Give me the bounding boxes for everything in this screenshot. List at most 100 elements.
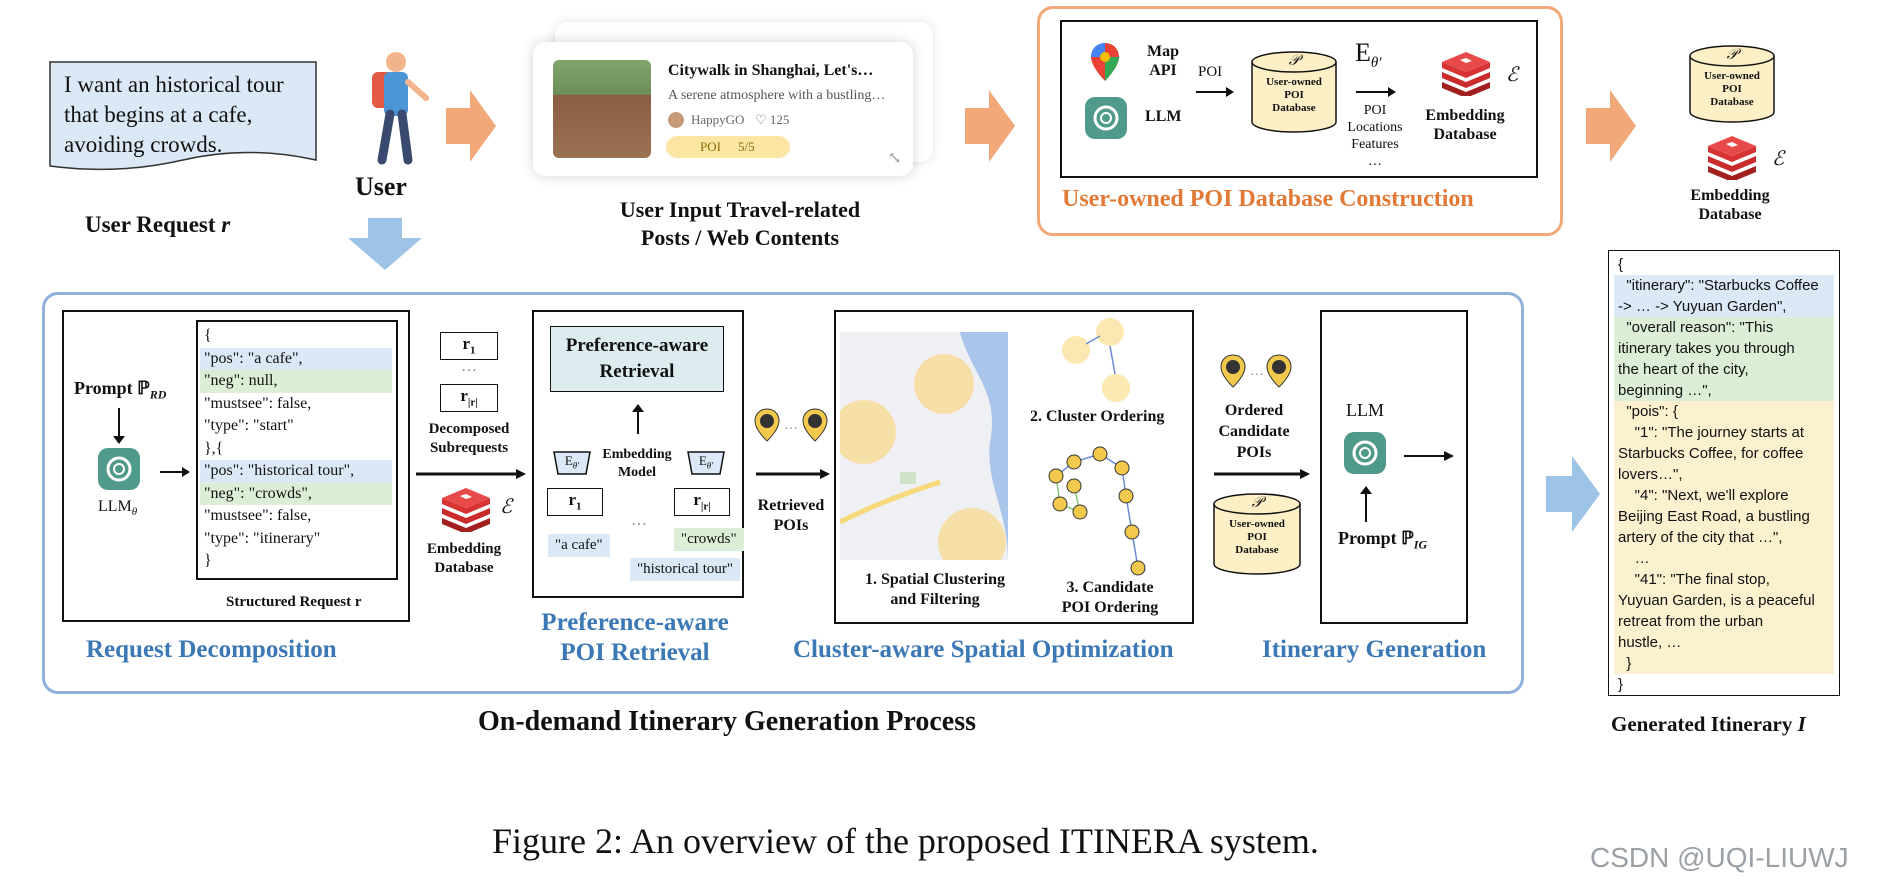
itinerary-line: …	[1614, 548, 1834, 569]
itinerary-line: beginning …",	[1614, 380, 1834, 401]
itinerary-line: "pois": {	[1614, 401, 1834, 422]
request-decomp-title: Request Decomposition	[86, 636, 337, 663]
epsilon-label: ℰ	[1506, 64, 1519, 86]
post-likes: ♡ 125	[755, 112, 790, 127]
right-db-symbol: 𝒫	[1726, 47, 1738, 63]
ordered-dots: …	[1250, 364, 1264, 379]
itinerary-llm-icon	[1344, 432, 1386, 474]
retrieval-up-arrow	[632, 404, 644, 434]
post-subtitle: A serene atmosphere with a bustling…	[668, 88, 886, 103]
chip-crowds: "crowds"	[674, 528, 744, 551]
itinerary-line: Yuyuan Garden, is a peaceful	[1614, 590, 1834, 611]
json-line: "pos": "a cafe",	[200, 347, 392, 370]
itinerary-line: artery of the city that …",	[1614, 527, 1834, 548]
poi-arrow	[1196, 84, 1234, 97]
watermark: CSDN @UQI-LIUWJ	[1590, 842, 1849, 873]
json-line: "pos": "historical tour",	[200, 460, 392, 483]
retrieval-dots: …	[631, 512, 647, 529]
retrieval-rr-box	[674, 488, 730, 516]
prompt-ig-label: Prompt ℙIG	[1338, 528, 1428, 552]
json-line: "type": "start"	[204, 417, 294, 434]
request-line-3: avoiding crowds.	[64, 132, 223, 157]
process-panel	[42, 292, 1524, 694]
post-card: Citywalk in Shanghai, Let's… A serene at…	[533, 42, 913, 176]
subrequest-r1-label: r1	[462, 334, 476, 357]
user-request-note: I want an historical tour that begins at…	[48, 60, 318, 172]
subreq-epsilon: ℰ	[500, 496, 513, 518]
json-line: "mustsee": false,	[204, 507, 312, 524]
poi-pill: POI 5/5	[666, 136, 790, 158]
encoder-arrow	[1356, 84, 1396, 97]
user-request-label: User Request r	[85, 212, 231, 237]
retrieved-dots: …	[784, 418, 798, 433]
chip-a-cafe: "a cafe"	[548, 534, 610, 557]
itinerary-line: {	[1618, 256, 1624, 273]
itinerary-gen-title: Itinerary Generation	[1262, 636, 1487, 663]
retrieval-r1-label: r1	[568, 490, 582, 513]
itinerary-line: Starbucks Coffee, for coffee	[1614, 443, 1834, 464]
candidate-graph	[1040, 432, 1180, 578]
structured-request-label: Structured Request r	[226, 594, 362, 610]
retrieved-pin-dot-icon	[802, 408, 828, 442]
expand-icon: ⤡	[888, 150, 902, 167]
itinerary-llm-label: LLM	[1346, 400, 1384, 420]
subrequest-rr-box	[440, 384, 498, 412]
subrequest-rr-label: r|r|	[460, 386, 478, 409]
itinerary-gen-box	[1320, 310, 1468, 624]
generated-itinerary-json: { "itinerary": "Starbucks Coffee-> … -> …	[1614, 254, 1834, 695]
chip-historical-tour: "historical tour"	[630, 558, 740, 581]
retrieval-rr-label: r|r|	[693, 490, 711, 513]
user-label: User	[355, 172, 407, 201]
prompt-ig-up-arrow	[1360, 486, 1372, 522]
orange-arrow-1	[446, 90, 496, 162]
post-title: Citywalk in Shanghai, Let's…	[668, 62, 874, 79]
itinerary-line: "41": "The final stop,	[1614, 569, 1834, 590]
itinerary-line: "itinerary": "Starbucks Coffee	[1614, 275, 1834, 296]
post-author: HappyGO	[691, 112, 745, 127]
prompt-down-arrow	[113, 408, 125, 444]
process-title: On-demand Itinerary Generation Process	[478, 706, 976, 737]
structured-request-json: {"pos": "a cafe","neg": null,"mustsee": …	[200, 325, 392, 573]
itinerary-line: -> … -> Yuyuan Garden",	[1614, 296, 1834, 317]
prompt-rd-label: Prompt ℙRD	[74, 378, 167, 402]
poi-db-symbol: 𝒫	[1288, 53, 1300, 69]
down-arrow	[348, 218, 422, 270]
spatial-title: Cluster-aware Spatial Optimization	[793, 636, 1174, 663]
map-pin-icon	[1090, 42, 1120, 82]
encoder-label: Eθ′	[1355, 38, 1382, 72]
itinerary-out-arrow	[1404, 448, 1454, 461]
json-line: "neg": null,	[200, 370, 392, 393]
itinerary-line: the heart of the city,	[1614, 359, 1834, 380]
itinerary-line: "overall reason": "This	[1614, 317, 1834, 338]
itinerary-line: }	[1618, 676, 1624, 693]
subreq-redis-icon	[440, 488, 492, 534]
poi-arrow-label: POI	[1198, 64, 1223, 80]
post-thumbnail	[553, 60, 651, 158]
itinerary-line: Beijing East Road, a bustling	[1614, 506, 1834, 527]
llm-theta-icon	[98, 448, 140, 490]
step2-label: 2. Cluster Ordering	[1030, 408, 1165, 425]
ordered-pin-dot-icon	[1266, 354, 1292, 388]
author-avatar	[668, 112, 684, 128]
user-person-icon	[352, 48, 432, 166]
itinerary-line: "1": "The journey starts at	[1614, 422, 1834, 443]
json-line: "mustsee": false,	[204, 394, 312, 412]
redis-icon	[1440, 52, 1492, 98]
figure-caption: Figure 2: An overview of the proposed IT…	[492, 821, 1319, 861]
ordered-arrow	[1214, 466, 1310, 479]
json-line: },{	[204, 439, 224, 457]
right-redis-icon	[1706, 136, 1758, 182]
subreq-arrow	[416, 466, 526, 479]
request-line-1: I want an historical tour	[64, 72, 284, 97]
